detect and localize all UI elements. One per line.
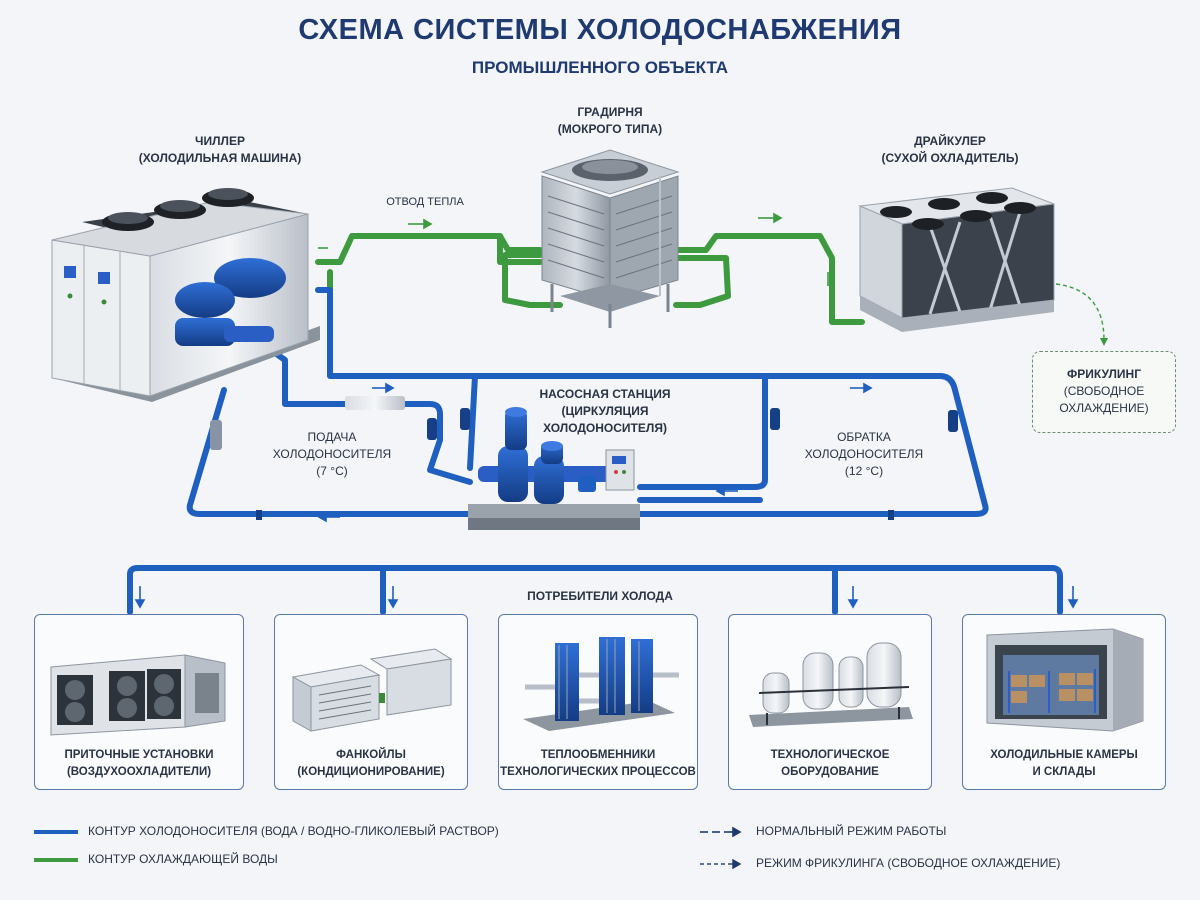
- drycooler-label: ДРАЙКУЛЕР (СУХОЙ ОХЛАДИТЕЛЬ): [860, 133, 1040, 167]
- cooling-tower-icon: [540, 149, 680, 328]
- fan-coil-icon: [291, 648, 453, 732]
- pump-station-icon: [468, 407, 640, 530]
- freecooling-desc2: ОХЛАЖДЕНИЕ): [1059, 401, 1149, 415]
- consumer-5-line2: И СКЛАДЫ: [1032, 766, 1096, 778]
- return-line3: (12 °C): [844, 464, 884, 478]
- page-subtitle: ПРОМЫШЛЕННОГО ОБЪЕКТА: [471, 58, 729, 77]
- process-tanks-icon: [749, 642, 913, 727]
- consumer-card-fan-coil: ФАНКОЙЛЫ (КОНДИЦИОНИРОВАНИЕ): [274, 614, 468, 790]
- dry-cooler-icon: [858, 187, 1055, 332]
- pump-station-desc1: (ЦИРКУЛЯЦИЯ: [561, 404, 649, 418]
- supply-line3: (7 °C): [316, 464, 348, 478]
- drycooler-desc: (СУХОЙ ОХЛАДИТЕЛЬ): [881, 151, 1019, 165]
- plate-heat-exchanger-icon: [523, 637, 679, 731]
- legend-normal-arrow-icon: [700, 826, 742, 838]
- return-line1: ОБРАТКА: [837, 430, 891, 444]
- return-label: ОБРАТКА ХОЛОДОНОСИТЕЛЯ (12 °C): [794, 429, 934, 480]
- freecooling-desc1: (СВОБОДНОЕ: [1063, 384, 1145, 398]
- supply-label: ПОДАЧА ХОЛОДОНОСИТЕЛЯ (7 °C): [262, 429, 402, 480]
- cooling-water-pipes: [315, 233, 865, 325]
- air-handling-unit-icon: [50, 654, 226, 736]
- legend-normal-text: НОРМАЛЬНЫЙ РЕЖИМ РАБОТЫ: [756, 824, 947, 838]
- cold-room-icon: [986, 628, 1144, 732]
- supply-line2: ХОЛОДОНОСИТЕЛЯ: [272, 447, 392, 461]
- tower-name: ГРАДИРНЯ: [577, 105, 643, 119]
- consumer-1-line2: (ВОЗДУХООХЛАДИТЕЛИ): [66, 766, 212, 778]
- freecooling-box: ФРИКУЛИНГ (СВОБОДНОЕ ОХЛАЖДЕНИЕ): [1032, 351, 1176, 433]
- legend-green-text: КОНТУР ОХЛАЖДАЮЩЕЙ ВОДЫ: [88, 852, 278, 866]
- supply-line1: ПОДАЧА: [307, 430, 357, 444]
- consumer-4-line2: ОБОРУДОВАНИЕ: [781, 766, 879, 778]
- chiller-unit-icon: [51, 188, 320, 402]
- consumer-card-cold-rooms: ХОЛОДИЛЬНЫЕ КАМЕРЫ И СКЛАДЫ: [962, 614, 1166, 790]
- consumers-title: ПОТРЕБИТЕЛИ ХОЛОДА: [527, 589, 673, 603]
- consumer-4-line1: ТЕХНОЛОГИЧЕСКОЕ: [770, 749, 890, 761]
- consumer-card-process-equipment: ТЕХНОЛОГИЧЕСКОЕ ОБОРУДОВАНИЕ: [728, 614, 932, 790]
- return-line2: ХОЛОДОНОСИТЕЛЯ: [804, 447, 924, 461]
- consumer-card-air-handling: ПРИТОЧНЫЕ УСТАНОВКИ (ВОЗДУХООХЛАДИТЕЛИ): [34, 614, 244, 790]
- consumer-1-line1: ПРИТОЧНЫЕ УСТАНОВКИ: [64, 749, 214, 761]
- consumer-5-line1: ХОЛОДИЛЬНЫЕ КАМЕРЫ: [990, 749, 1138, 761]
- chilled-water-flow-arrows: [134, 382, 1079, 609]
- pump-station-label: НАСОСНАЯ СТАНЦИЯ (ЦИРКУЛЯЦИЯ ХОЛОДОНОСИТ…: [530, 386, 680, 437]
- legend-blue-text: КОНТУР ХОЛОДОНОСИТЕЛЯ (ВОДА / ВОДНО-ГЛИК…: [88, 824, 499, 838]
- chiller-name: ЧИЛЛЕР: [195, 134, 245, 148]
- consumer-2-line1: ФАНКОЙЛЫ: [336, 749, 406, 761]
- consumer-3-line2: ТЕХНОЛОГИЧЕСКИХ ПРОЦЕССОВ: [500, 766, 696, 778]
- legend-freecool-text: РЕЖИМ ФРИКУЛИНГА (СВОБОДНОЕ ОХЛАЖДЕНИЕ): [756, 856, 1061, 870]
- chiller-label: ЧИЛЛЕР (ХОЛОДИЛЬНАЯ МАШИНА): [120, 133, 320, 167]
- freecool-arrow-icon: [1100, 338, 1108, 346]
- consumer-card-heat-exchanger: ТЕПЛООБМЕННИКИ ТЕХНОЛОГИЧЕСКИХ ПРОЦЕССОВ: [498, 614, 698, 790]
- drycooler-name: ДРАЙКУЛЕР: [914, 134, 986, 148]
- pump-station-desc2: ХОЛОДОНОСИТЕЛЯ): [543, 421, 667, 435]
- consumer-3-line1: ТЕПЛООБМЕННИКИ: [540, 749, 656, 761]
- legend-freecool-arrow-icon: [700, 858, 742, 870]
- page-title: СХЕМА СИСТЕМЫ ХОЛОДОСНАБЖЕНИЯ: [298, 14, 902, 46]
- chiller-desc: (ХОЛОДИЛЬНАЯ МАШИНА): [138, 151, 302, 165]
- heat-rejection-label: ОТВОД ТЕПЛА: [386, 196, 464, 208]
- pipe-flanges: [210, 396, 958, 520]
- pump-station-name: НАСОСНАЯ СТАНЦИЯ: [539, 387, 671, 401]
- freecool-dashed-link: [1055, 283, 1105, 341]
- consumer-2-line2: (КОНДИЦИОНИРОВАНИЕ): [297, 766, 445, 778]
- cooling-water-flow-arrows: [318, 212, 829, 286]
- tower-desc: (МОКРОГО ТИПА): [557, 122, 663, 136]
- legend: [34, 826, 742, 870]
- tower-label: ГРАДИРНЯ (МОКРОГО ТИПА): [520, 104, 700, 138]
- freecooling-name: ФРИКУЛИНГ: [1066, 367, 1141, 381]
